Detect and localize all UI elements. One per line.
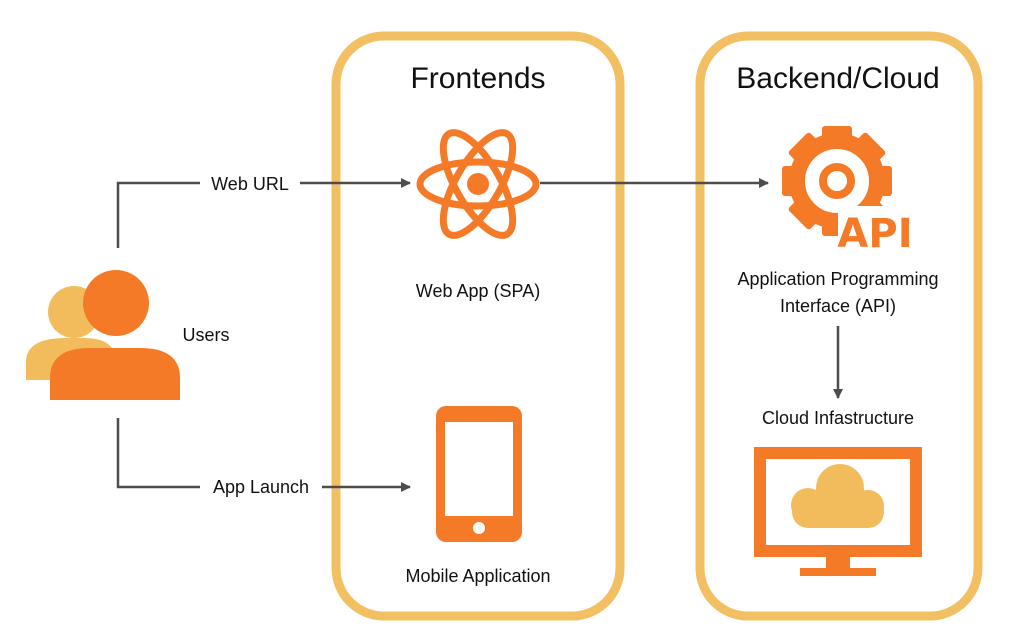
web-url-label: Web URL	[211, 174, 289, 194]
gear-api-icon: API	[782, 126, 913, 257]
web-url-line-left	[116, 181, 200, 248]
api-badge-text: API	[837, 211, 912, 257]
frontends-title: Frontends	[410, 62, 545, 95]
atom-icon	[416, 129, 540, 239]
cloud-icon	[791, 464, 884, 528]
api-label-line1: Application Programming	[737, 269, 938, 289]
mobile-app-label: Mobile Application	[405, 566, 550, 586]
users-icon	[26, 270, 180, 400]
app-launch-label: App Launch	[213, 477, 309, 497]
app-launch-line-left	[116, 418, 200, 489]
mobile-phone-icon	[436, 406, 522, 542]
backend-container	[695, 31, 983, 621]
monitor-cloud-icon	[754, 447, 922, 576]
api-label-line2: Interface (API)	[780, 296, 896, 316]
frontends-container	[331, 31, 625, 621]
web-app-label: Web App (SPA)	[416, 281, 540, 301]
backend-title: Backend/Cloud	[736, 62, 939, 95]
cloud-label: Cloud Infastructure	[762, 408, 914, 428]
connectors	[116, 178, 843, 492]
users-label: Users	[182, 325, 229, 345]
